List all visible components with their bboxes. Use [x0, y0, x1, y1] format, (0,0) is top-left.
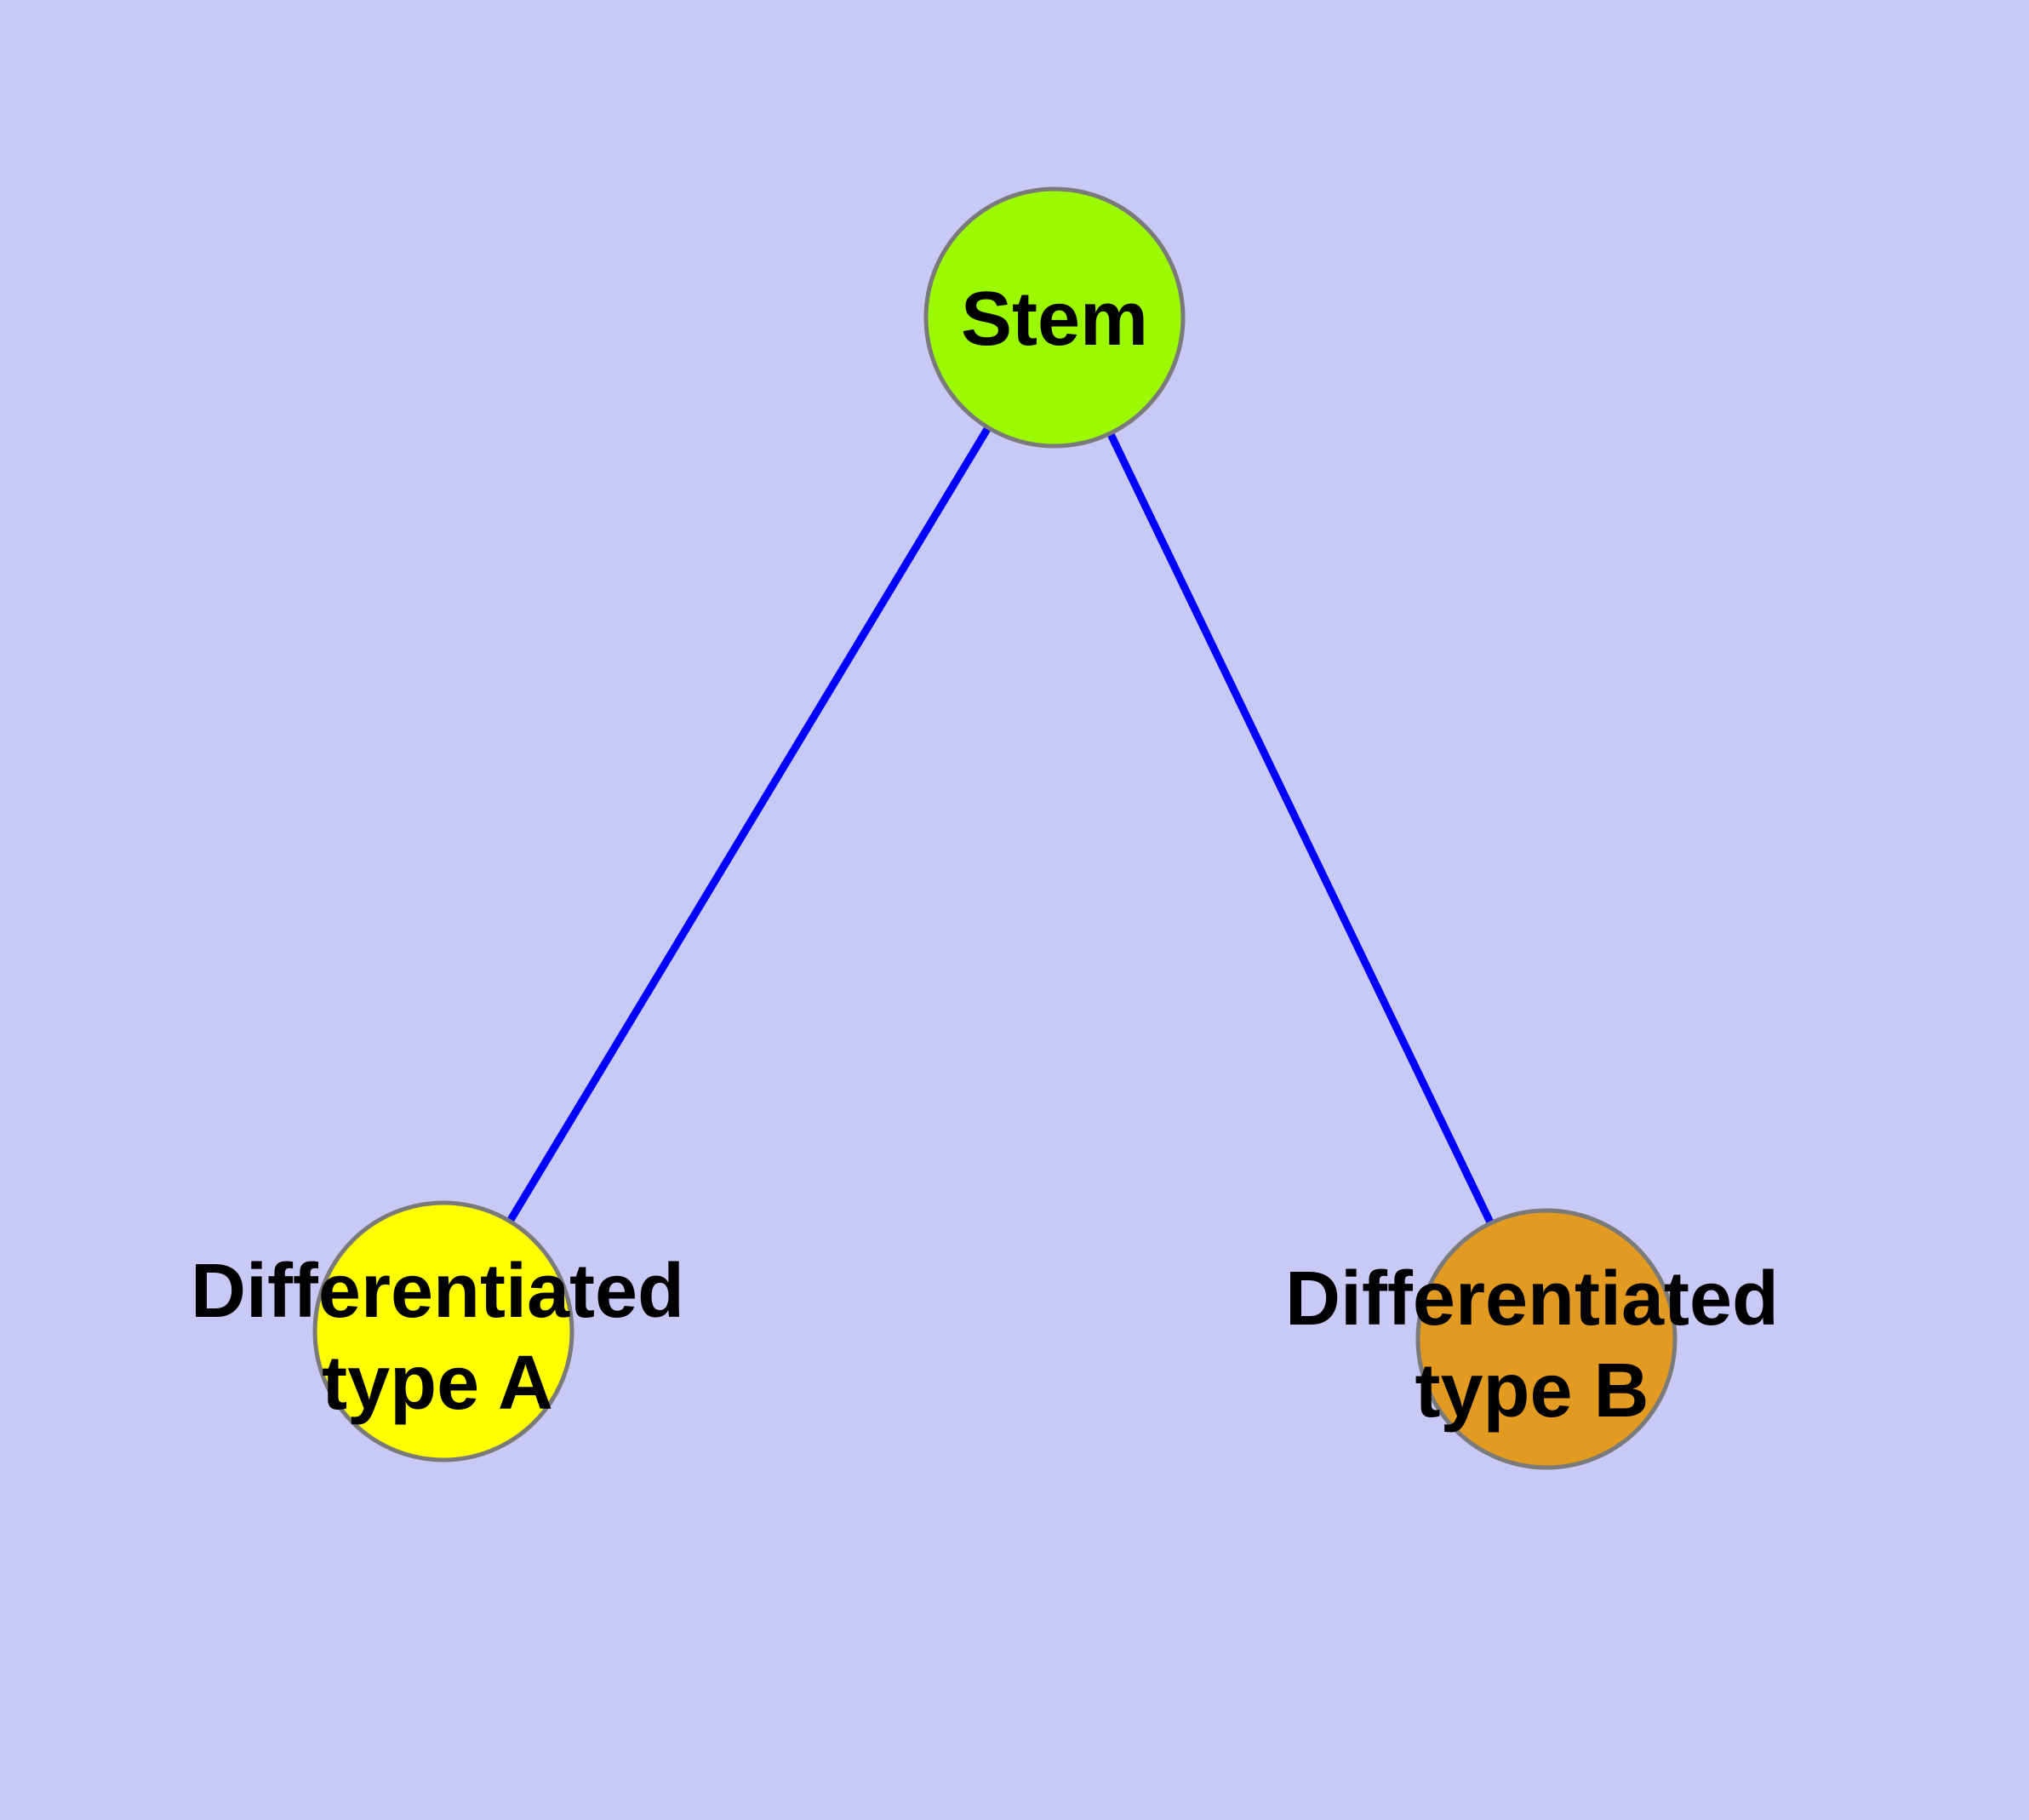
stem-node-circle	[923, 186, 1186, 449]
type-b-node-circle	[1415, 1208, 1677, 1470]
stem-node-label: Stem	[961, 277, 1148, 362]
node-differentiated-type-a: Differentiated type A	[191, 1200, 684, 1462]
type-a-node-circle	[312, 1200, 574, 1462]
type-a-node-label-line2: type A	[322, 1341, 553, 1426]
type-b-node-label-line1: Differentiated	[1285, 1256, 1779, 1342]
node-differentiated-type-b: Differentiated type B	[1285, 1208, 1779, 1470]
type-b-node-label-line2: type B	[1415, 1348, 1649, 1434]
edge-stem-to-type-b	[1050, 316, 1551, 1341]
type-a-node-label-line1: Differentiated	[191, 1249, 684, 1334]
edge-stem-to-type-a	[440, 315, 1058, 1334]
node-stem: Stem	[923, 186, 1186, 449]
